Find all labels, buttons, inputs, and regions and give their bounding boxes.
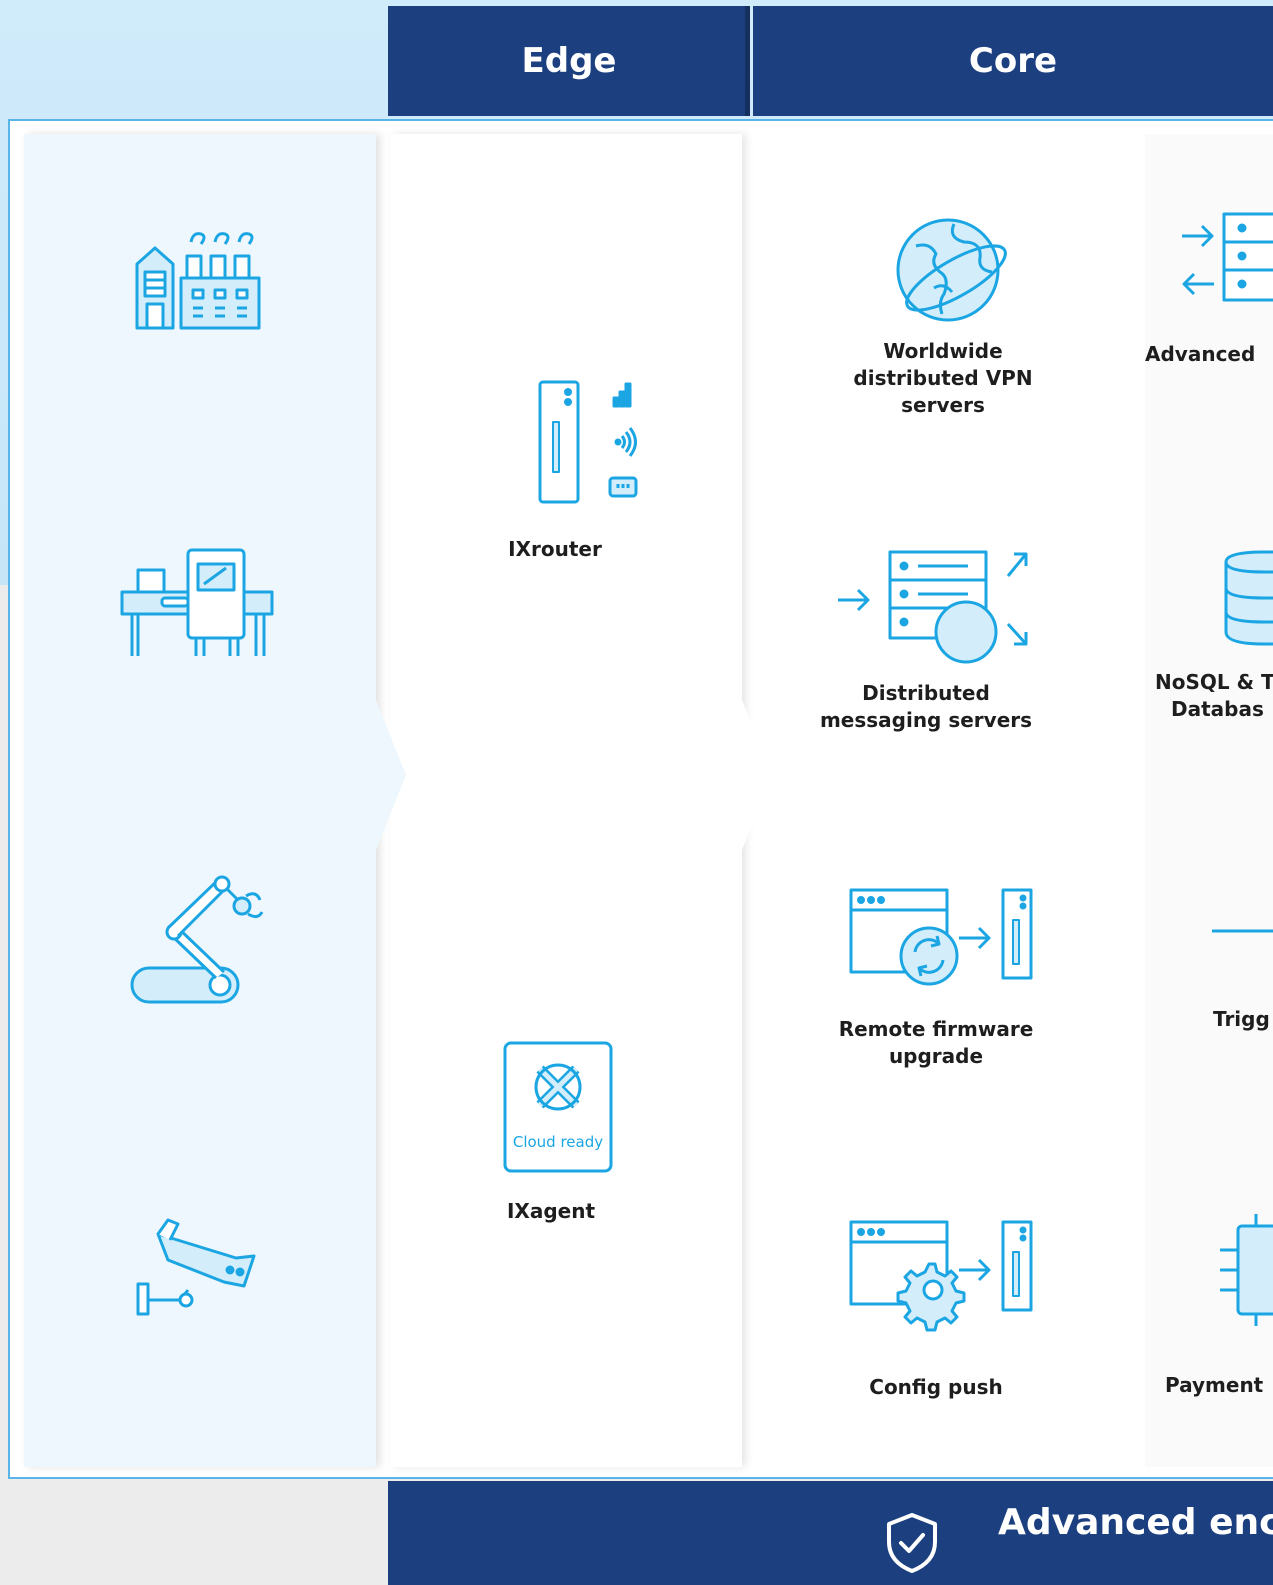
security-camera-icon bbox=[136, 1218, 260, 1318]
firmware-upgrade-icon bbox=[849, 886, 1035, 994]
cloud-ready-badge: Cloud ready bbox=[512, 1133, 604, 1151]
core-right-item-label: Trigg bbox=[1213, 1007, 1270, 1031]
header-edge-title: Edge bbox=[521, 41, 617, 81]
core-right-item-label: Advanced bbox=[1145, 342, 1256, 366]
machine-workstation-icon bbox=[120, 548, 278, 660]
edge-panel bbox=[390, 134, 742, 1467]
shield-check-icon bbox=[886, 1512, 938, 1574]
server-arrows-icon bbox=[1178, 210, 1273, 304]
edge-item-label: IXagent bbox=[506, 1199, 596, 1223]
header-edge: Edge bbox=[388, 6, 750, 116]
messaging-servers-icon bbox=[836, 548, 1036, 664]
edge-item-label: IXrouter bbox=[508, 537, 602, 561]
robot-arm-icon bbox=[130, 874, 270, 1006]
devices-panel bbox=[24, 134, 376, 1467]
footer-bar bbox=[388, 1481, 1273, 1585]
footer-title: Advanced enc bbox=[998, 1502, 1273, 1543]
cloud-agent-icon: Cloud ready bbox=[503, 1041, 613, 1173]
core-item-label: Worldwide distributed VPN servers bbox=[822, 338, 1064, 419]
header-core: Core bbox=[753, 6, 1273, 116]
core-item-label: Distributed messaging servers bbox=[819, 681, 1033, 732]
core-item-label: Config push bbox=[869, 1375, 1003, 1399]
database-icon bbox=[1224, 548, 1273, 648]
header-divider bbox=[745, 6, 750, 116]
flow-arrow-1 bbox=[376, 700, 406, 850]
router-icon bbox=[536, 378, 640, 506]
flow-arrow-2 bbox=[742, 700, 772, 850]
core-item-label: Remote firmware upgrade bbox=[838, 1017, 1034, 1068]
header-core-title: Core bbox=[968, 41, 1058, 81]
chip-icon bbox=[1216, 1214, 1273, 1326]
core-right-item-label: Databas bbox=[1171, 697, 1264, 721]
config-push-icon bbox=[849, 1218, 1035, 1332]
globe-icon bbox=[894, 216, 1014, 328]
core-item-label-text: Worldwide distributed VPN servers bbox=[853, 339, 1033, 417]
factory-icon bbox=[133, 222, 261, 330]
trigger-icon bbox=[1212, 928, 1273, 934]
core-right-item-label: Payment bbox=[1165, 1373, 1264, 1397]
core-right-item-label: NoSQL & T bbox=[1155, 670, 1273, 694]
